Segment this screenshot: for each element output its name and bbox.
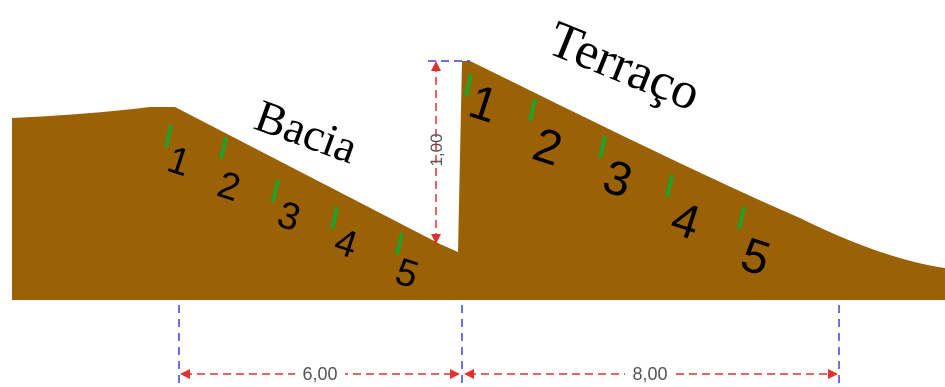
basin-marker-3: [271, 179, 280, 203]
terrace-title: Terraço: [541, 10, 709, 122]
basin-arrow-left: [180, 369, 190, 379]
terrace-width-dimension: 8,00: [464, 362, 838, 384]
terrace-marker-4: [665, 174, 674, 198]
terrace-width-label: 8,00: [632, 364, 667, 384]
riser-arrow-bottom: [431, 234, 441, 244]
terrace-arrow-right: [828, 369, 838, 379]
terrace-marker-1: [464, 73, 473, 97]
terrace-marker-2: [528, 98, 537, 122]
terrace-arrow-left: [464, 369, 474, 379]
riser-height-dimension: 1,00: [427, 60, 470, 244]
basin-label-backdrop: [295, 362, 345, 382]
basin-width-label: 6,00: [302, 364, 337, 384]
basin-marker-2: [219, 136, 228, 160]
basin-marker-5: [395, 232, 404, 256]
soil-profile: [12, 61, 945, 300]
basin-marker-1: [164, 124, 173, 148]
terrace-label-backdrop: [625, 362, 675, 382]
basin-width-dimension: 6,00: [180, 362, 460, 384]
basin-arrow-right: [450, 369, 460, 379]
terrace-marker-5: [737, 206, 746, 230]
basin-marker-4: [330, 206, 339, 230]
riser-height-label: 1,00: [427, 133, 446, 166]
terrace-marker-3: [598, 135, 607, 159]
riser-arrow-top: [431, 61, 441, 71]
